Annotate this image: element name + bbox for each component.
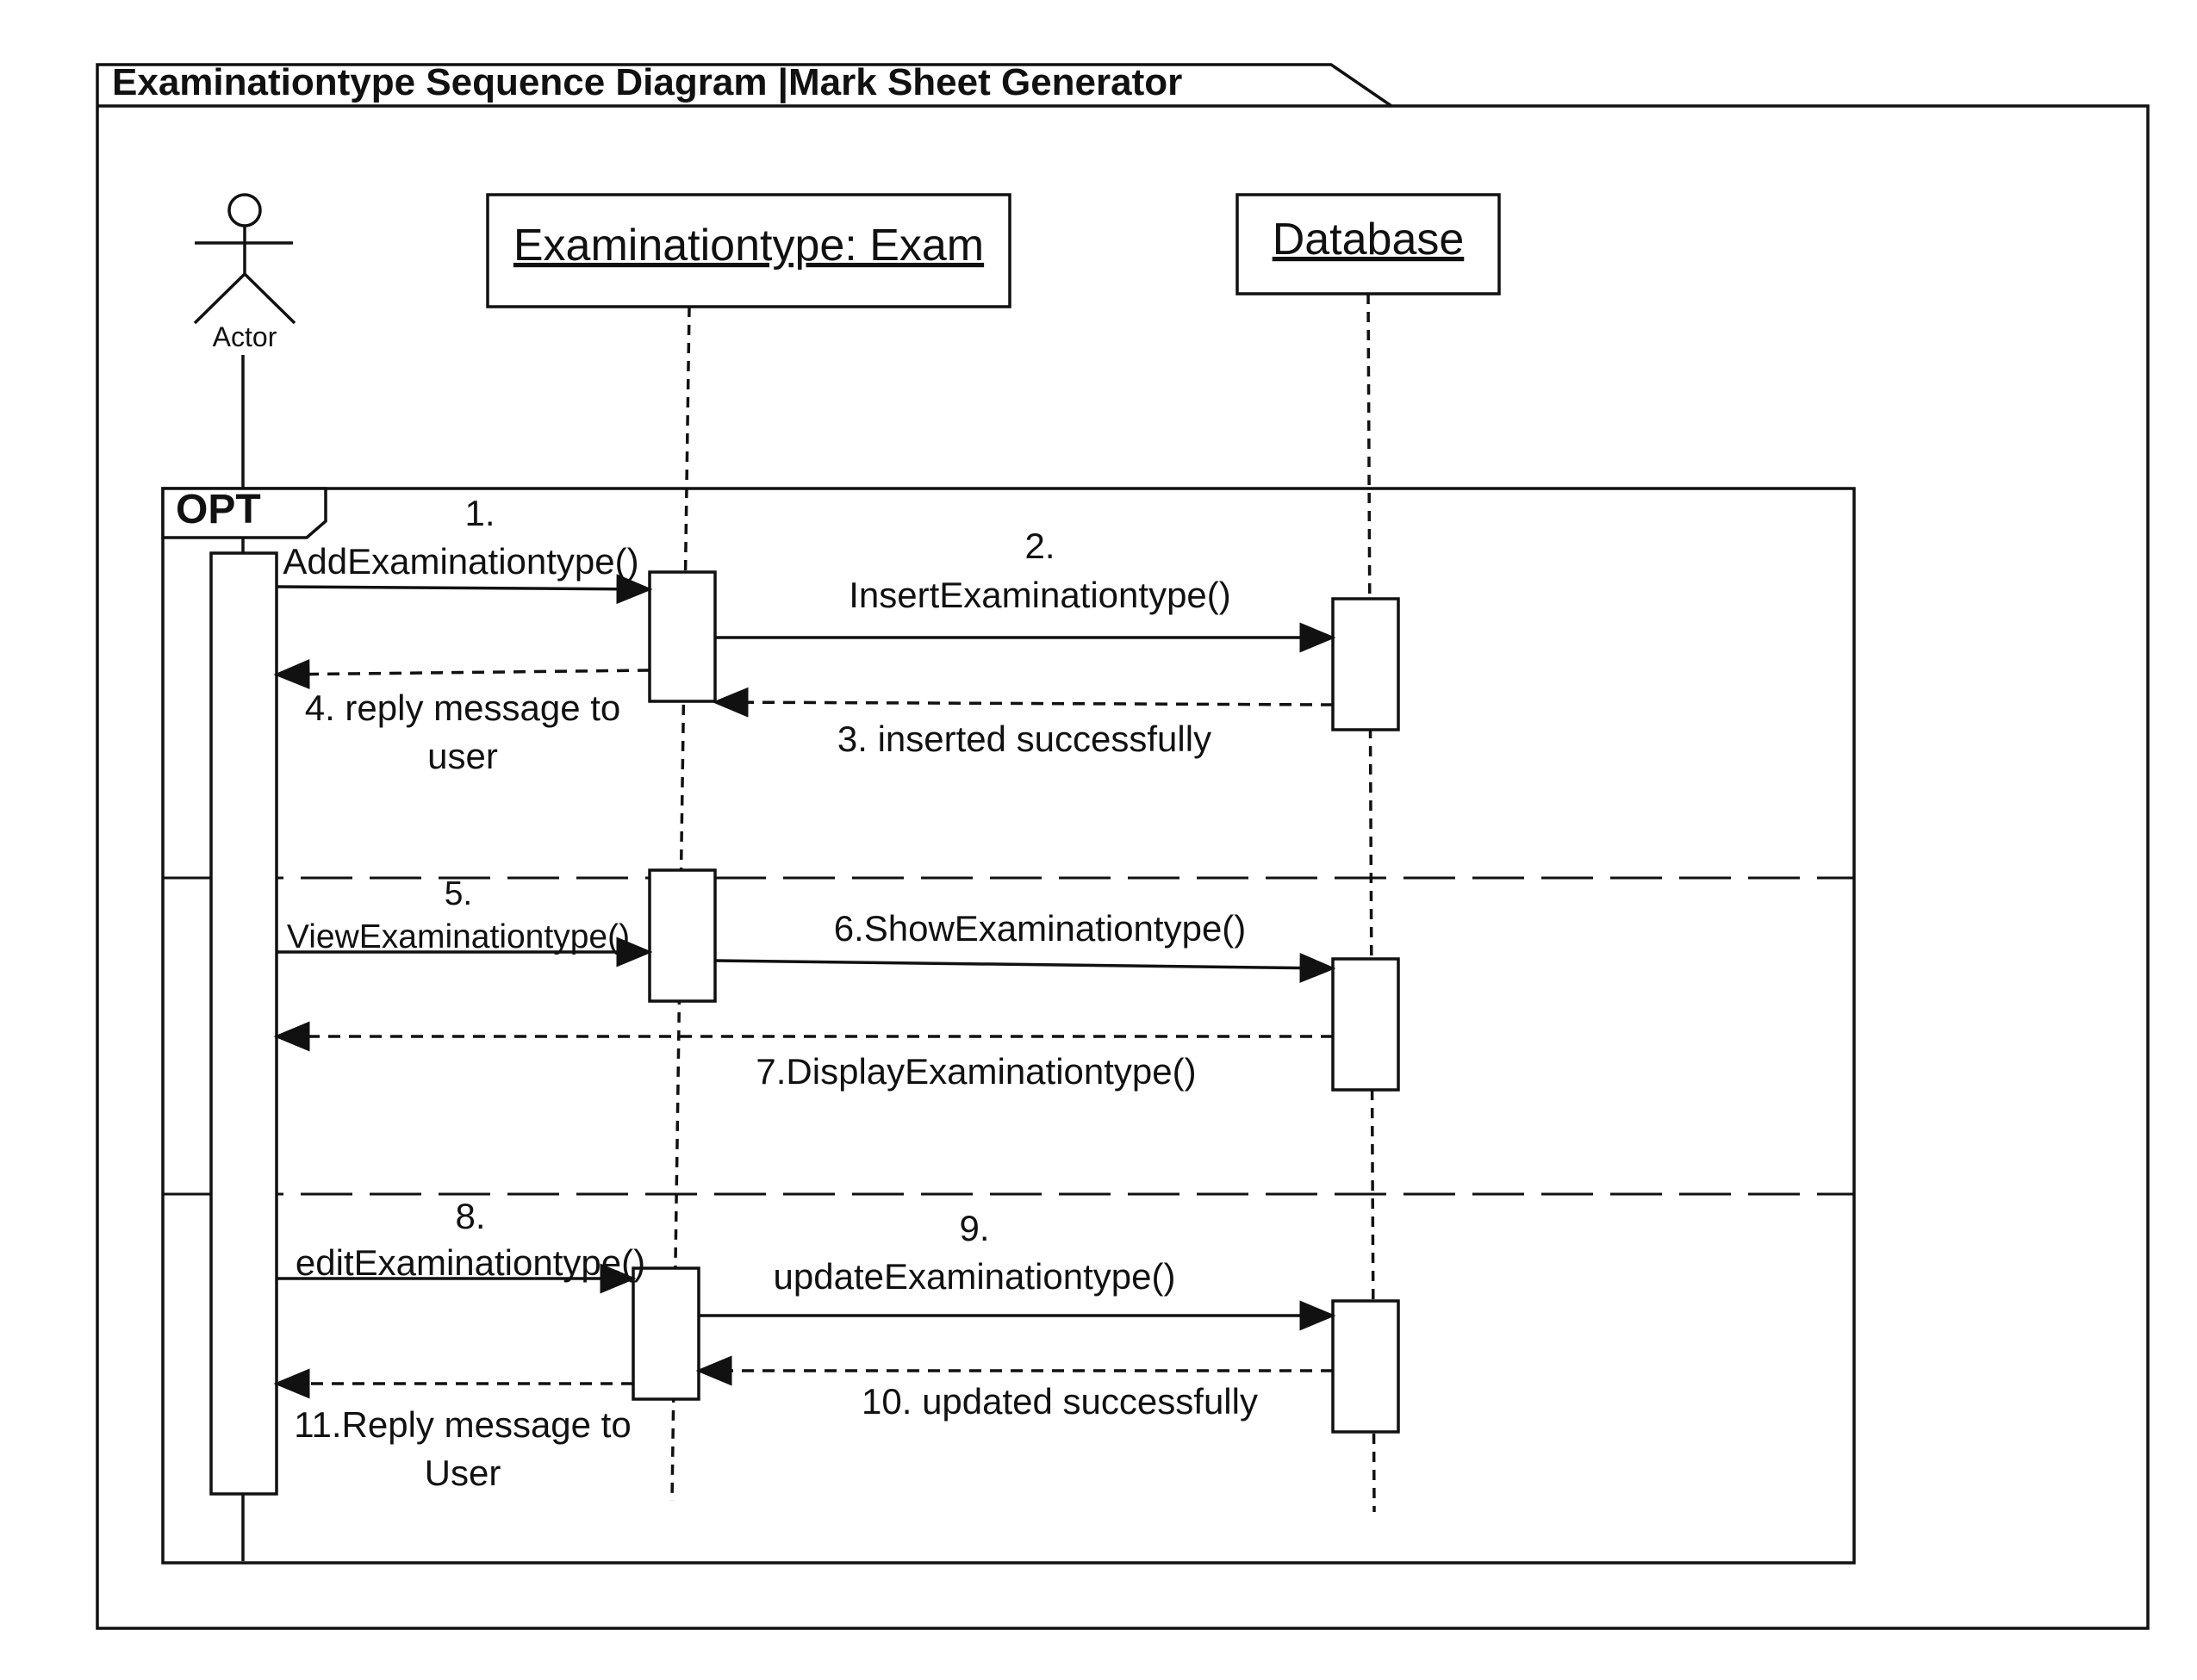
opt-fragment-label: OPT (176, 487, 261, 532)
exam-participant-box (486, 193, 1011, 308)
message-1-number: 1. (464, 493, 495, 533)
message-2-label: InsertExaminationtype() (849, 575, 1231, 615)
message-5-number: 5. (445, 875, 473, 912)
message-5-label: ViewExaminationtype() (287, 918, 630, 955)
message-10-label: 10. updated successfully (862, 1381, 1258, 1422)
message-6-label: 6.ShowExaminationtype() (834, 908, 1247, 949)
message-7-label: 7.DisplayExaminationtype() (756, 1051, 1196, 1092)
exam-participant-label: Examinationtype: Exam (513, 221, 984, 271)
message-3-label: 3. inserted successfully (837, 719, 1211, 759)
actor-activation (209, 551, 278, 1496)
database-participant-label: Database (1273, 215, 1465, 264)
opt-fragment (161, 487, 1856, 1565)
message-2-number: 2. (1024, 526, 1055, 566)
message-8-label: editExaminationtype() (296, 1242, 645, 1283)
message-4-label-line1: 4. reply message to (305, 688, 621, 728)
message-4-arrow (273, 659, 650, 690)
message-3-arrow (712, 687, 1334, 718)
message-1-arrow (276, 574, 653, 605)
message-9-number: 9. (959, 1208, 989, 1248)
exam-activation-3 (632, 1266, 700, 1401)
actor-figure (193, 193, 296, 325)
message-11-label-line1: 11.Reply message to (294, 1404, 631, 1445)
database-activation-2 (1331, 957, 1400, 1092)
database-activation-1 (1331, 597, 1400, 731)
actor-label: Actor (213, 321, 277, 352)
diagram-frame (96, 63, 2150, 1630)
message-1-label: AddExaminationtype() (283, 541, 638, 582)
message-6-arrow (714, 953, 1336, 984)
opt-fragment-label-tab (161, 487, 327, 539)
exam-activation-1 (648, 570, 717, 703)
exam-activation-2 (648, 868, 717, 1003)
message-4-label-line2: user (427, 736, 498, 776)
message-9-label: updateExaminationtype() (774, 1256, 1176, 1297)
database-activation-3 (1331, 1299, 1400, 1434)
message-8-number: 8. (455, 1196, 485, 1236)
message-11-label-line2: User (425, 1453, 501, 1493)
frame-title: Examinationtype Sequence Diagram |Mark S… (112, 61, 1182, 104)
